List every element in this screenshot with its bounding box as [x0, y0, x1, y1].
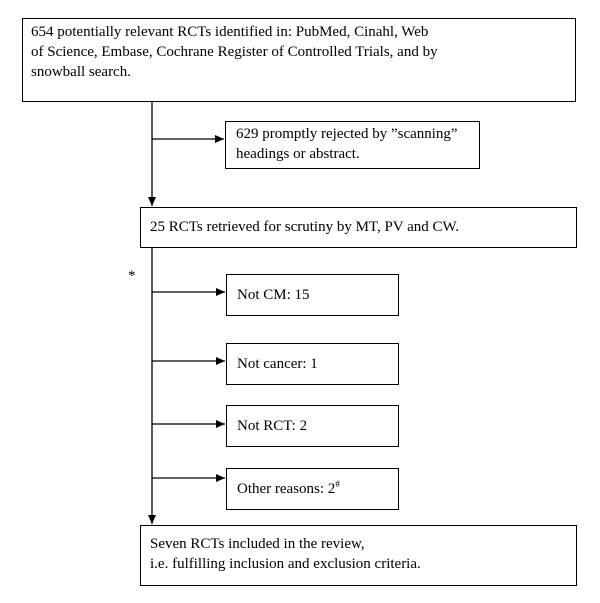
included-box: Seven RCTs included in the review, i.e. … [140, 525, 577, 586]
not-cancer-box: Not cancer: 1 [226, 343, 399, 385]
retrieved-box: 25 RCTs retrieved for scrutiny by MT, PV… [140, 207, 577, 248]
not-cm-text: Not CM: 15 [237, 287, 310, 303]
other-reasons-label: Other reasons: 2# [237, 479, 388, 499]
identified-line-3: snowball search. [31, 64, 131, 80]
identified-box: 654 potentially relevant RCTs identified… [22, 18, 576, 102]
footnote-marker: * [128, 268, 136, 284]
not-rct-box: Not RCT: 2 [226, 405, 399, 447]
other-reasons-box: Other reasons: 2# [226, 468, 399, 510]
not-cancer-text: Not cancer: 1 [237, 356, 318, 372]
not-rct-text: Not RCT: 2 [237, 418, 308, 434]
rejected-box: 629 promptly rejected by ”scanning” head… [225, 121, 480, 169]
rejected-line-1: 629 promptly rejected by ”scanning” [236, 126, 458, 142]
identified-line-2: of Science, Embase, Cochrane Register of… [31, 44, 438, 60]
other-reasons-mark: # [335, 479, 340, 489]
not-cm-box: Not CM: 15 [226, 274, 399, 316]
included-line-1: Seven RCTs included in the review, [150, 536, 365, 552]
rejected-line-2: headings or abstract. [236, 146, 360, 162]
identified-line-1: 654 potentially relevant RCTs identified… [31, 24, 429, 40]
retrieved-text: 25 RCTs retrieved for scrutiny by MT, PV… [150, 219, 460, 235]
included-line-2: i.e. fulfilling inclusion and exclusion … [150, 556, 421, 572]
other-reasons-text: Other reasons: 2 [237, 481, 336, 497]
